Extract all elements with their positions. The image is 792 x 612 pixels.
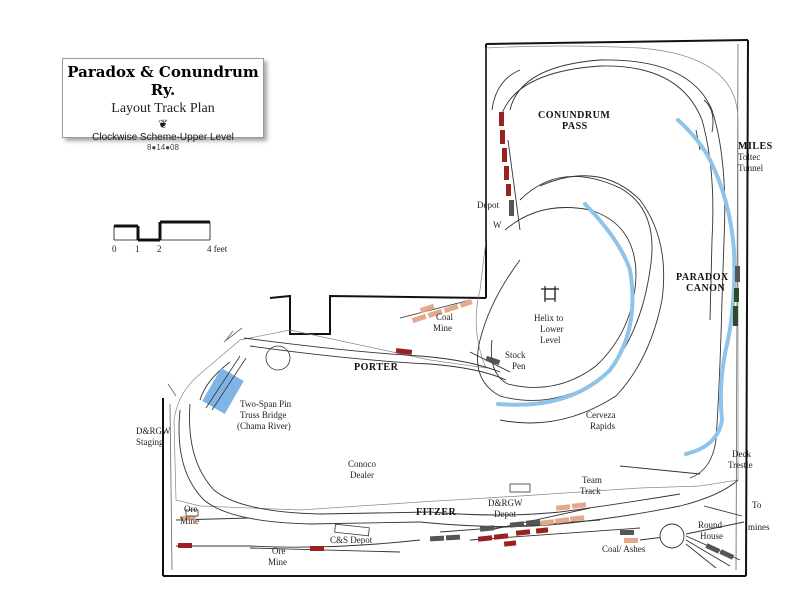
label-bridge-1: Two-Span Pin — [240, 399, 292, 409]
label-coal-ashes: Coal/ Ashes — [602, 544, 646, 554]
scale-tick-4: 4 feet — [207, 244, 228, 254]
label-staging-2: Staging — [136, 437, 164, 447]
layout-subtitle: Layout Track Plan — [111, 101, 215, 116]
label-drgw-depot-2: Depot — [494, 509, 516, 519]
label-stock-2: Pen — [512, 361, 526, 371]
main-tracks — [175, 299, 745, 569]
turntable — [659, 523, 685, 549]
plan-labels: CONUNDRUM PASS MILES Toltec Tunnel Depot… — [136, 110, 773, 567]
label-bridge-3: (Chama River) — [237, 421, 291, 431]
label-coal-mine-1: Coal — [436, 312, 453, 322]
benchwork-outline — [173, 45, 739, 511]
layout-name: Paradox & Conundrum Ry. — [67, 63, 259, 99]
title-card: Paradox & Conundrum Ry. Layout Track Pla… — [62, 58, 264, 152]
label-team-2: Track — [580, 486, 601, 496]
label-helix-3: Level — [540, 335, 561, 345]
label-paradox: PARADOX — [676, 272, 729, 283]
label-conundrum: CONUNDRUM — [538, 110, 610, 121]
label-to: To — [752, 500, 762, 510]
label-trestle: Trestle — [728, 460, 753, 470]
label-conoco-2: Dealer — [350, 470, 374, 480]
label-tunnel: Tunnel — [738, 163, 764, 173]
label-staging-1: D&RGW — [136, 426, 171, 436]
label-canon: CANON — [686, 283, 725, 294]
label-helix-1: Helix to — [534, 313, 564, 323]
label-deck: Deck — [732, 449, 751, 459]
truss-bridge — [202, 355, 247, 414]
label-pass: PASS — [562, 121, 588, 132]
label-w: W — [493, 220, 502, 230]
scheme-label: Clockwise Scheme-Upper Level — [92, 132, 234, 143]
label-helix-2: Lower — [540, 324, 564, 334]
label-mines: mines — [748, 522, 770, 532]
structures — [185, 483, 531, 537]
label-house: House — [700, 531, 723, 541]
helix-tower-icon — [541, 286, 559, 302]
label-team-1: Team — [582, 475, 602, 485]
label-porter: PORTER — [354, 362, 399, 373]
label-cerveza-1: Cerveza — [586, 410, 615, 420]
label-depot-top: Depot — [477, 200, 499, 210]
porter-turnout-circle — [265, 345, 291, 371]
label-stock-1: Stock — [505, 350, 526, 360]
label-drgw-depot-1: D&RGW — [488, 498, 523, 508]
river — [496, 118, 737, 456]
ornament-icon: ❦ — [157, 117, 169, 131]
label-toltec: Toltec — [738, 152, 760, 162]
date-label: 8●14●08 — [147, 143, 179, 152]
scale-bar: 0 1 2 4 feet — [112, 220, 228, 254]
mountain-tracks — [477, 59, 726, 479]
label-coal-mine-2: Mine — [433, 323, 452, 333]
scale-tick-1: 1 — [135, 244, 140, 254]
label-ore-mine-b-2: Mine — [268, 557, 287, 567]
label-ore-mine-a-2: Mine — [180, 516, 199, 526]
label-cerveza-2: Rapids — [590, 421, 615, 431]
label-miles: MILES — [738, 141, 773, 152]
label-cs-depot: C&S Depot — [330, 535, 373, 545]
label-fitzer: FITZER — [416, 507, 457, 518]
rolling-stock — [178, 112, 740, 560]
label-conoco-1: Conoco — [348, 459, 376, 469]
scale-tick-0: 0 — [112, 244, 117, 254]
label-ore-mine-a-1: Ore — [184, 504, 198, 514]
label-round: Round — [698, 520, 723, 530]
scale-tick-2: 2 — [157, 244, 162, 254]
label-bridge-2: Truss Bridge — [240, 410, 286, 420]
label-ore-mine-b-1: Ore — [272, 546, 286, 556]
